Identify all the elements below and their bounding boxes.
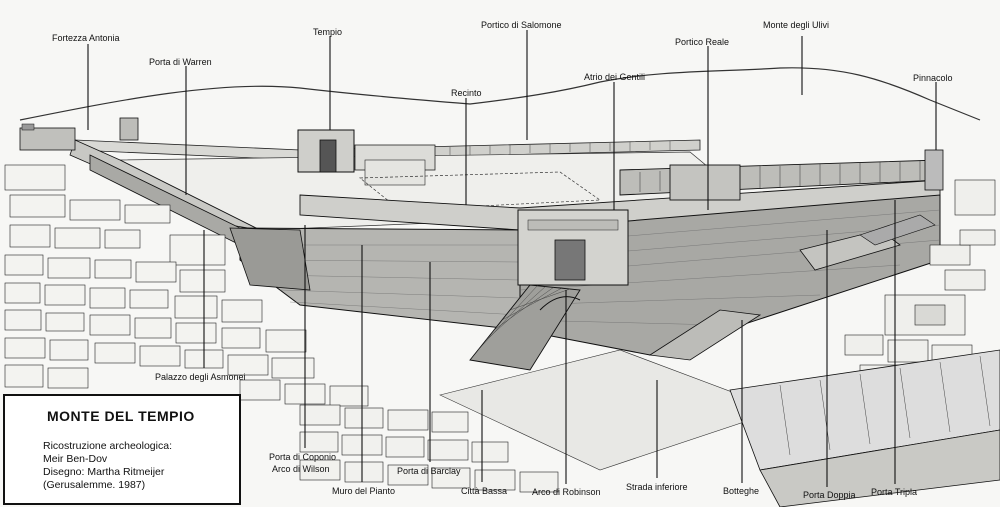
label-portico-salomone: Portico di Salomone bbox=[481, 20, 562, 30]
label-muro-pianto: Muro del Pianto bbox=[332, 486, 396, 496]
label-monte-ulivi: Monte degli Ulivi bbox=[763, 20, 830, 30]
credit-line-2: Meir Ben-Dov bbox=[43, 453, 108, 465]
label-arco-robinson: Arco di Robinson bbox=[532, 487, 601, 497]
leader-lines bbox=[87, 30, 937, 487]
upper-city-houses bbox=[4, 164, 369, 407]
lower-city-houses bbox=[299, 404, 559, 493]
credit-line-4: (Gerusalemme. 1987) bbox=[43, 479, 146, 491]
label-atrio-gentili: Atrio dei Gentili bbox=[584, 72, 646, 82]
credit-line-1: Ricostruzione archeologica: bbox=[43, 440, 172, 452]
west-portico bbox=[69, 139, 261, 246]
label-porta-tripla: Porta Tripla bbox=[871, 487, 918, 497]
pinnacle-tower bbox=[924, 149, 944, 191]
label-strada-inferiore: Strada inferiore bbox=[626, 482, 688, 492]
label-botteghe: Botteghe bbox=[723, 486, 760, 496]
shops-arcade bbox=[729, 349, 1000, 507]
credit-line-3: Disegno: Martha Ritmeijer bbox=[43, 466, 165, 478]
royal-stoa bbox=[299, 159, 941, 231]
diagram-title: MONTE DEL TEMPIO bbox=[47, 408, 195, 424]
label-portico-reale: Portico Reale bbox=[675, 37, 730, 47]
label-porta-coponio: Porta di Coponio bbox=[269, 452, 337, 462]
label-tempio: Tempio bbox=[313, 27, 343, 37]
label-recinto: Recinto bbox=[451, 88, 482, 98]
label-palazzo-asmonei: Palazzo degli Asmonei bbox=[155, 372, 246, 382]
label-porta-barclay: Porta di Barclay bbox=[397, 466, 461, 476]
mount-of-olives-ridge bbox=[19, 67, 981, 121]
label-porta-doppia: Porta Doppia bbox=[803, 490, 856, 500]
temple-sanctuary bbox=[297, 129, 436, 186]
label-arco-wilson: Arco di Wilson bbox=[272, 464, 330, 474]
southern-steps bbox=[648, 214, 936, 361]
label-porta-warren: Porta di Warren bbox=[149, 57, 212, 67]
antonia-fortress bbox=[19, 117, 139, 151]
label-fortezza-antonia: Fortezza Antonia bbox=[52, 33, 120, 43]
robinson-arch-stairs bbox=[469, 284, 581, 371]
soreg-enclosure bbox=[359, 171, 602, 211]
gatehouse bbox=[517, 209, 629, 286]
label-citta-bassa: Città Bassa bbox=[461, 486, 508, 496]
label-pinnacolo: Pinnacolo bbox=[913, 73, 953, 83]
title-box: MONTE DEL TEMPIO Ricostruzione archeolog… bbox=[3, 394, 241, 505]
warren-stairs bbox=[229, 227, 311, 291]
